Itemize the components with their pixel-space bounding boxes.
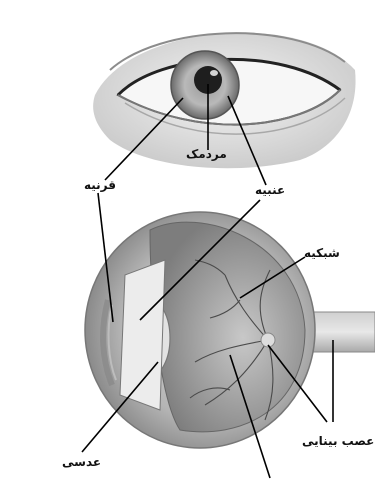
cornea-label: قرنیه <box>84 178 116 192</box>
retina-label: شبکیه <box>304 246 340 260</box>
pupil-label: مردمک <box>186 147 227 161</box>
optic-nerve-label: عصب بینایی <box>302 434 374 448</box>
iris-label: عنبیه <box>255 183 285 197</box>
lens-label: عدسی <box>62 455 101 469</box>
